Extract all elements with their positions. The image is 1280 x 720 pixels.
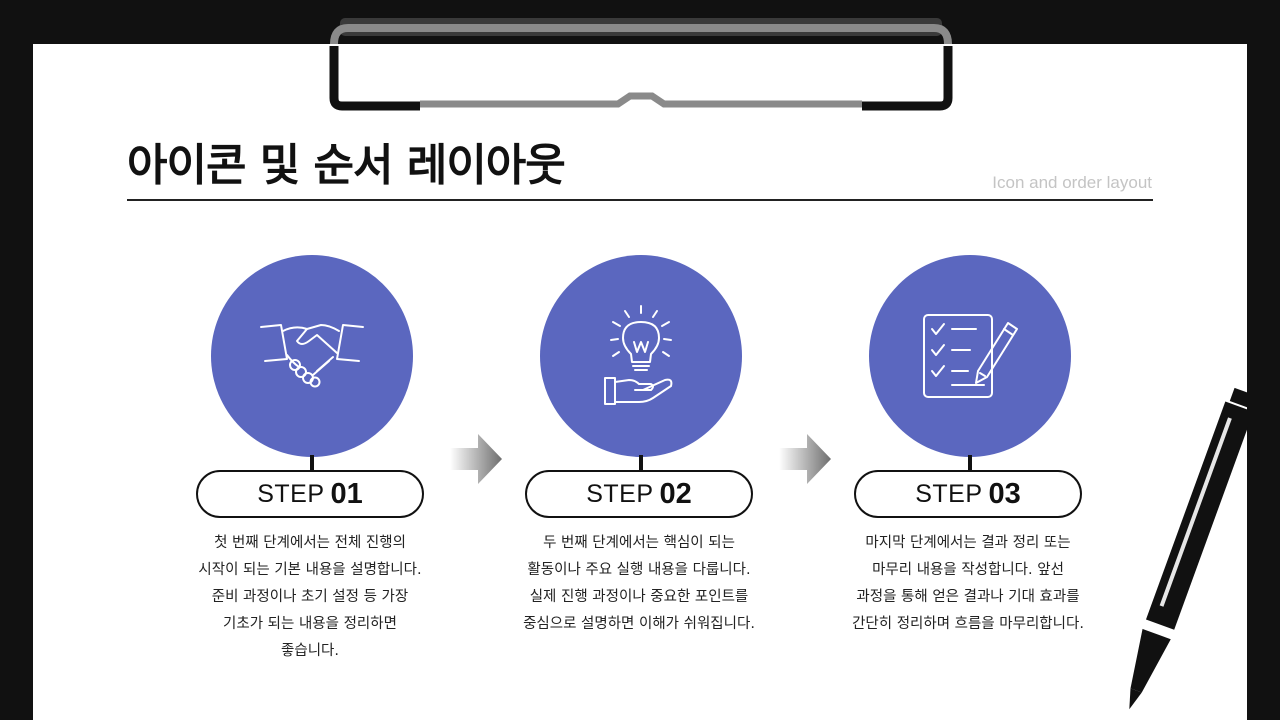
clipboard-clip	[329, 18, 953, 111]
step-3-icon-circle	[869, 255, 1071, 457]
step-1-number: 01	[330, 477, 363, 510]
step-3-description: 마지막 단계에서는 결과 정리 또는 마무리 내용을 작성합니다. 앞선 과정을…	[852, 535, 1084, 632]
pen-icon	[1129, 387, 1248, 710]
step-2-icon-circle	[540, 255, 742, 457]
arrow-right-icon	[779, 434, 831, 484]
title-divider	[127, 199, 1153, 201]
step-2-word: STEP	[586, 479, 654, 508]
page-subtitle: Icon and order layout	[992, 173, 1152, 192]
step-1-word: STEP	[257, 479, 325, 508]
step-1-connector	[310, 455, 314, 473]
step-1-icon-circle	[211, 255, 413, 457]
step-1-label: STEP 01	[196, 470, 424, 518]
step-2-connector	[639, 455, 643, 473]
step-2-description: 두 번째 단계에서는 핵심이 되는 활동이나 주요 실행 내용을 다룹니다. 실…	[523, 535, 755, 632]
step-card-2: STEP 02 두 번째 단계에서는 핵심이 되는 활동이나 주요 실행 내용을…	[523, 255, 765, 675]
checklist-pencil-icon	[923, 314, 1018, 398]
arrow-right-icon	[450, 434, 502, 484]
step-card-1: STEP 01 첫 번째 단계에서는 전체 진행의 시작이 되는 기본 내용을 …	[196, 255, 436, 675]
step-3-connector	[968, 455, 972, 473]
handshake-icon	[260, 324, 364, 388]
page-title: 아이콘 및 순서 레이아웃	[127, 140, 566, 191]
step-3-number: 03	[988, 477, 1021, 510]
step-3-word: STEP	[915, 479, 983, 508]
step-2-label: STEP 02	[525, 470, 753, 518]
step-2-number: 02	[659, 477, 692, 510]
lightbulb-hand-icon	[604, 305, 673, 405]
step-card-3: STEP 03 마지막 단계에서는 결과 정리 또는 마무리 내용을 작성합니다…	[852, 255, 1094, 675]
step-3-label: STEP 03	[854, 470, 1082, 518]
step-1-description: 첫 번째 단계에서는 전체 진행의 시작이 되는 기본 내용을 설명합니다. 준…	[198, 535, 422, 659]
